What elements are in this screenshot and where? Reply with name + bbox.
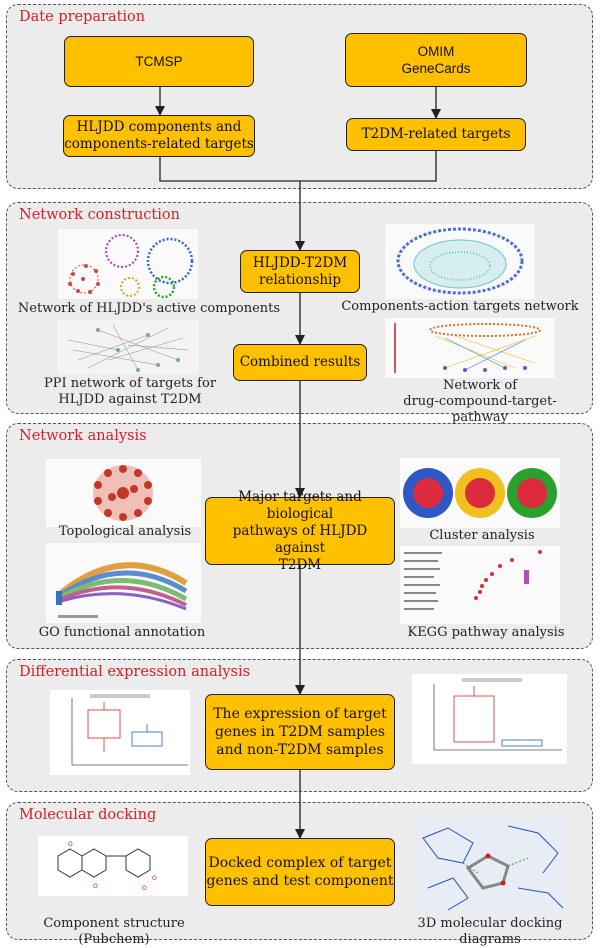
caption-component-structure: Component structure (Pubchem) [43,916,185,947]
target-expression-box: The expression of target genes in T2DM s… [205,694,395,770]
section-title: Network analysis [19,428,147,444]
caption-cluster: Cluster analysis [429,528,535,543]
cluster-analysis-image [400,458,560,528]
topological-analysis-image [46,459,201,527]
section-title: Differential expression analysis [19,664,251,680]
drug-pathway-network-image [385,318,555,378]
caption-kegg: KEGG pathway analysis [407,625,565,640]
docked-complex-box: Docked complex of target genes and test … [205,838,395,906]
caption-3d-docking: 3D molecular docking diagrams [417,916,563,947]
go-annotation-image [46,543,201,623]
caption-drug-pathway: Network of drug-compound-target-pathway [403,378,557,425]
omim-genecards-box: OMIM GeneCards [345,33,527,87]
kegg-pathway-image [400,546,560,624]
ppi-network-image [58,320,198,374]
caption-topological: Topological analysis [58,524,192,539]
t2dm-targets-box: T2DM-related targets [346,118,526,151]
components-action-network-image [385,224,535,299]
docking-3d-image [418,818,568,914]
caption-active-components: Network of HLJDD's active components [17,301,281,316]
section-title: Network construction [19,207,180,223]
svg-text:O: O [142,885,147,892]
section-title: Date preparation [19,9,146,25]
section-title: Molecular docking [19,807,157,823]
caption-components-action: Components-action targets network [341,299,579,314]
boxplot-right-image [412,674,567,764]
tcmsp-box: TCMSP [64,36,254,87]
svg-text:O: O [152,875,157,882]
combined-results-box: Combined results [233,344,367,381]
caption-ppi-network: PPI network of targets for HLJDD against… [43,376,217,407]
svg-text:O: O [93,883,98,890]
caption-go-annotation: GO functional annotation [38,625,206,640]
active-components-network-image [58,229,198,299]
connector-merge [159,151,437,182]
svg-text:O: O [68,841,73,848]
major-targets-box: Major targets and biological pathways of… [205,489,395,573]
boxplot-left-image [50,690,190,775]
hljdd-components-box: HLJDD components and components-related … [63,115,255,157]
hljdd-t2dm-relationship-box: HLJDD-T2DM relationship [240,250,360,293]
